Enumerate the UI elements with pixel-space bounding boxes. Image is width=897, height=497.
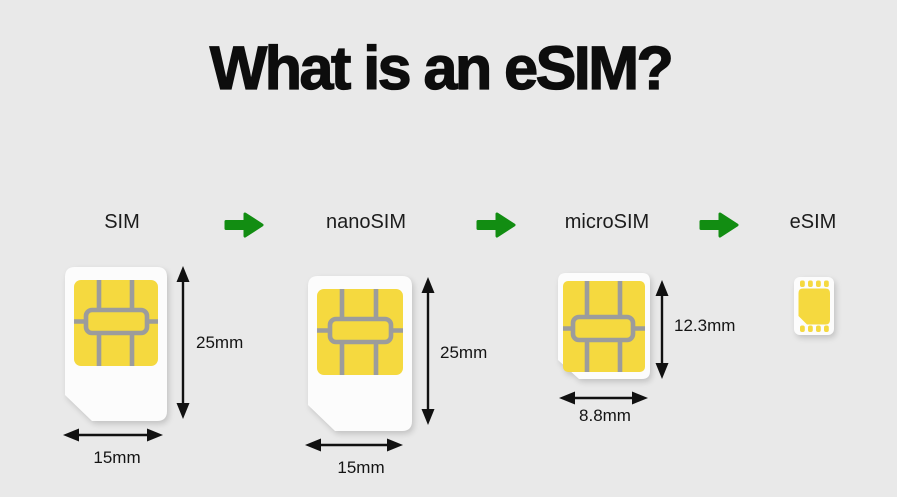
horizontal-dimension-arrow <box>63 428 163 442</box>
horizontal-dimension-arrow <box>305 438 403 452</box>
dimension-label-width: 15mm <box>93 448 141 467</box>
label-sim: SIM <box>104 211 140 233</box>
nanosim-card-graphic <box>308 276 412 431</box>
vertical-dimension-arrow <box>655 280 669 379</box>
right-arrow-icon <box>224 212 264 238</box>
dimension-label-height: 25mm <box>196 333 244 352</box>
horizontal-dimension-arrow <box>559 391 648 405</box>
dimension-label-height: 25mm <box>440 343 488 362</box>
dimension-label-width: 8.8mm <box>579 406 631 425</box>
label-esim: eSIM <box>789 211 837 233</box>
chip-contacts <box>798 280 830 332</box>
dimension-label-height: 12.3mm <box>674 316 736 335</box>
vertical-dimension-arrow <box>176 266 190 419</box>
vertical-dimension-arrow <box>421 277 435 425</box>
label-microsim: microSIM <box>564 211 650 233</box>
right-arrow-icon <box>699 212 739 238</box>
sim-card-graphic <box>65 267 167 421</box>
esim-chip-graphic <box>794 277 834 335</box>
right-arrow-icon <box>476 212 516 238</box>
label-nanosim: nanoSIM <box>325 211 407 233</box>
microsim-card-graphic <box>558 273 650 379</box>
dimension-label-width: 15mm <box>337 458 385 477</box>
page-title: What is an eSIM? <box>209 33 674 102</box>
